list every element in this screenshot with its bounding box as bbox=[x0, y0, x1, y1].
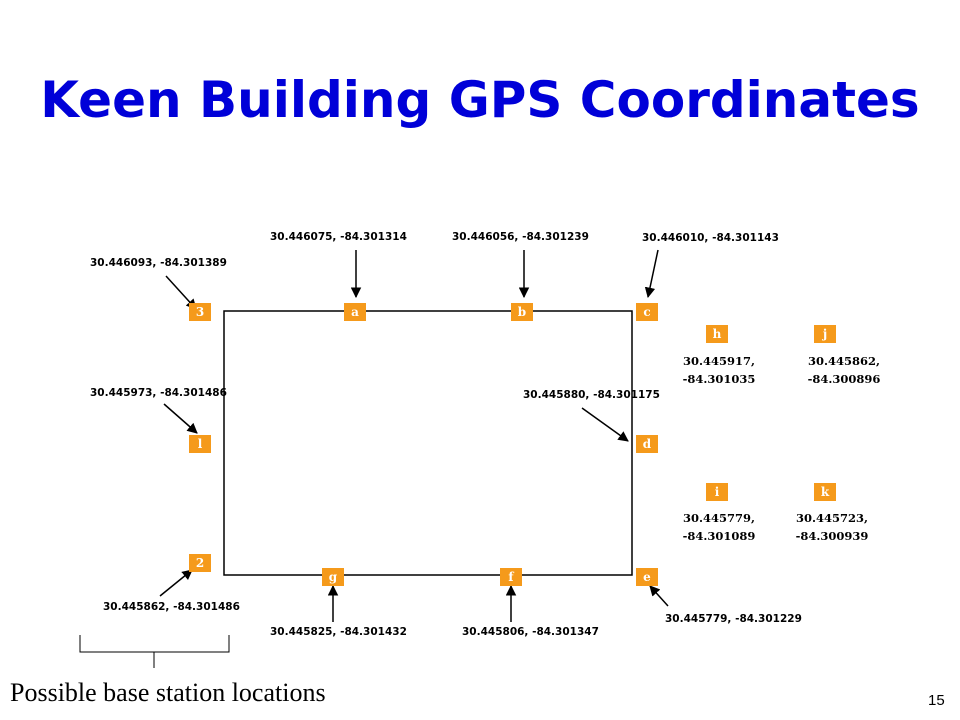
coord-label-k-lat: 30.445723, bbox=[795, 511, 869, 525]
node-h: h bbox=[706, 325, 728, 343]
coord-label-k-lon: -84.300939 bbox=[795, 529, 869, 543]
coord-label-i-lat: 30.445779, bbox=[682, 511, 756, 525]
coord-label-3: 30.446093, -84.301389 bbox=[90, 257, 227, 269]
node-d: d bbox=[636, 435, 658, 453]
coord-label-a: 30.446075, -84.301314 bbox=[270, 231, 407, 243]
node-g: g bbox=[322, 568, 344, 586]
coord-label-h-lon: -84.301035 bbox=[682, 372, 756, 386]
coord-label-j-lon: -84.300896 bbox=[807, 372, 881, 386]
node-l: l bbox=[189, 435, 211, 453]
coord-label-g: 30.445825, -84.301432 bbox=[270, 626, 407, 638]
base-station-bracket bbox=[79, 635, 230, 668]
coord-label-i: 30.445779, -84.301089 bbox=[664, 509, 774, 545]
node-i: i bbox=[706, 483, 728, 501]
node-b: b bbox=[511, 303, 533, 321]
arrow-d bbox=[581, 407, 629, 442]
coord-label-k: 30.445723, -84.300939 bbox=[777, 509, 887, 545]
footer-caption: Possible base station locations bbox=[10, 678, 326, 707]
node-2: 2 bbox=[189, 554, 211, 572]
arrow-c bbox=[644, 249, 659, 299]
arrow-e bbox=[649, 585, 669, 607]
coord-label-h-lat: 30.445917, bbox=[682, 354, 756, 368]
node-k: k bbox=[814, 483, 836, 501]
node-c: c bbox=[636, 303, 658, 321]
coord-label-j: 30.445862, -84.300896 bbox=[789, 352, 899, 388]
coord-label-e: 30.445779, -84.301229 bbox=[665, 613, 802, 625]
coord-label-f: 30.445806, -84.301347 bbox=[462, 626, 599, 638]
node-a: a bbox=[344, 303, 366, 321]
arrow-2 bbox=[159, 569, 193, 597]
coord-label-l: 30.445973, -84.301486 bbox=[90, 387, 227, 399]
node-3: 3 bbox=[189, 303, 211, 321]
arrow-l bbox=[163, 403, 198, 434]
page-number: 15 bbox=[928, 692, 945, 709]
coord-label-c: 30.446010, -84.301143 bbox=[642, 232, 779, 244]
coord-label-h: 30.445917, -84.301035 bbox=[664, 352, 774, 388]
building-outline bbox=[223, 310, 633, 576]
coord-label-d: 30.445880, -84.301175 bbox=[523, 389, 660, 401]
node-f: f bbox=[500, 568, 522, 586]
coord-label-b: 30.446056, -84.301239 bbox=[452, 231, 589, 243]
node-e: e bbox=[636, 568, 658, 586]
node-j: j bbox=[814, 325, 836, 343]
page-title: Keen Building GPS Coordinates bbox=[40, 71, 920, 129]
coord-label-2: 30.445862, -84.301486 bbox=[103, 601, 240, 613]
coord-label-i-lon: -84.301089 bbox=[682, 529, 756, 543]
coord-label-j-lat: 30.445862, bbox=[807, 354, 881, 368]
